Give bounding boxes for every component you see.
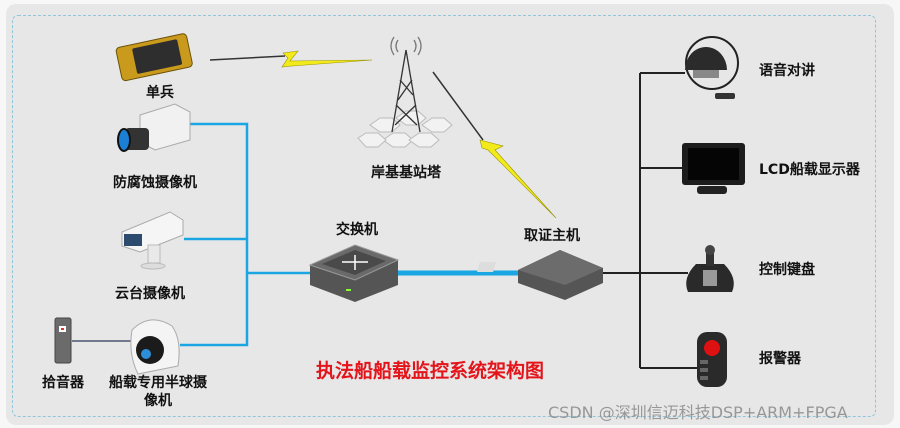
label-ptz-camera: 云台摄像机 xyxy=(115,286,185,302)
peripheral-bus xyxy=(603,72,700,369)
label-keyboard: 控制键盘 xyxy=(759,262,815,278)
lightning-icon xyxy=(209,50,373,68)
evidence-host-icon xyxy=(477,250,603,300)
anticorrosion-camera-icon xyxy=(117,103,191,152)
label-switch: 交换机 xyxy=(336,222,378,238)
handheld-terminal-icon xyxy=(115,33,193,82)
ptz-camera-icon xyxy=(121,211,184,270)
watermark: CSDN @深圳信迈科技DSP+ARM+FPGA xyxy=(548,403,848,422)
sound-pickup-icon xyxy=(54,317,72,364)
label-intercom: 语音对讲 xyxy=(759,63,815,79)
label-host: 取证主机 xyxy=(524,228,580,244)
alarm-device-icon xyxy=(697,332,727,387)
label-lcd: LCD船载显示器 xyxy=(759,162,860,178)
lcd-monitor-icon xyxy=(682,143,745,194)
voice-intercom-icon xyxy=(685,36,739,99)
label-soldier: 单兵 xyxy=(146,85,174,101)
control-keyboard-icon xyxy=(686,245,734,292)
label-tower: 岸基基站塔 xyxy=(371,165,441,181)
label-alarm: 报警器 xyxy=(759,351,801,367)
label-dome-camera-1: 船载专用半球摄 xyxy=(109,375,207,391)
dashed-frame xyxy=(12,15,876,417)
diagram-title: 执法船船载监控系统架构图 xyxy=(315,360,545,382)
dome-camera-icon xyxy=(130,319,180,375)
label-pickup: 拾音器 xyxy=(42,375,84,391)
base-station-tower-icon xyxy=(357,36,453,148)
lan-links xyxy=(180,122,310,347)
label-dome-camera-2: 像机 xyxy=(144,393,172,409)
network-switch-icon xyxy=(308,244,400,302)
label-anticorrosion-camera: 防腐蚀摄像机 xyxy=(113,175,197,191)
lightning-icon xyxy=(432,71,557,219)
